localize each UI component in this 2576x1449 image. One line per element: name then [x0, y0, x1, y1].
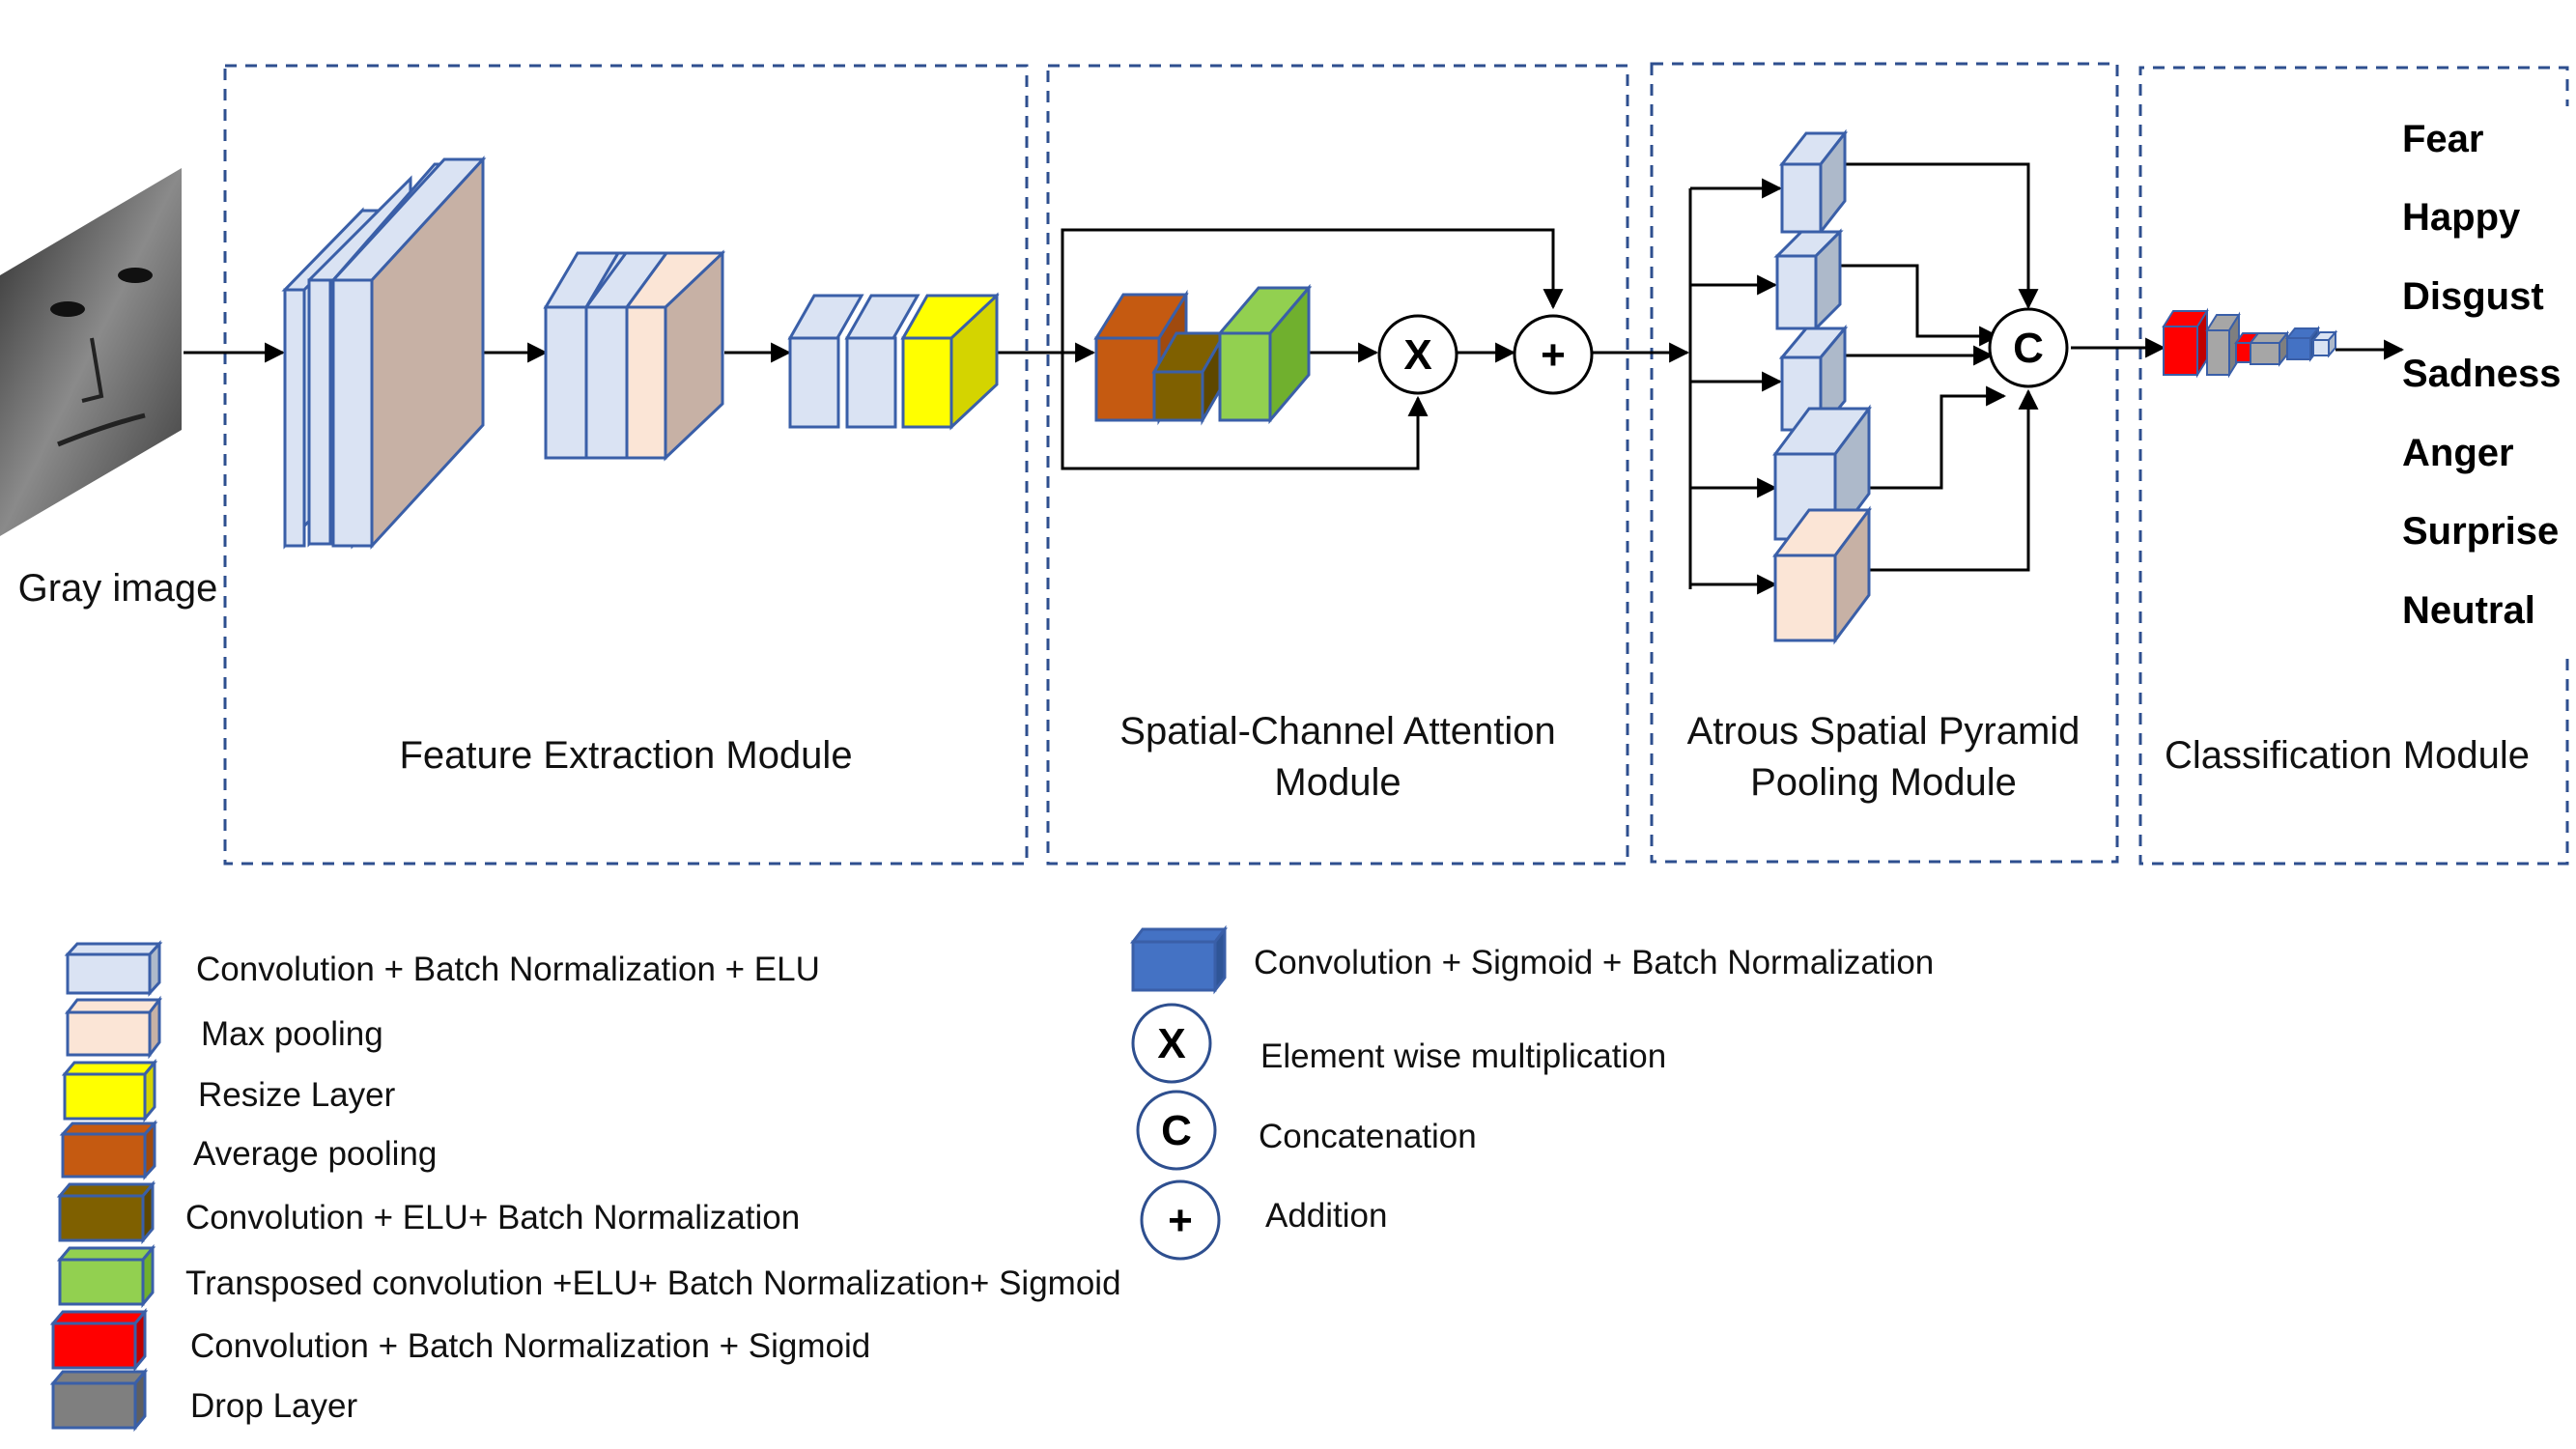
feature-extraction-label: Feature Extraction Module — [399, 734, 852, 777]
feature-extraction-blocks — [281, 156, 1000, 550]
legend-label: Concatenation — [1259, 1118, 1477, 1155]
emotion-label: Happy — [2402, 196, 2521, 239]
legend-swatch-max-pooling — [64, 995, 163, 1060]
legend-add-icon — [1140, 1179, 1221, 1261]
module-borders — [223, 62, 2569, 866]
legend-label: Max pooling — [201, 1015, 383, 1053]
feature-extraction-module-box — [223, 64, 1029, 866]
legend-swatch-drop — [49, 1367, 149, 1433]
classification-module-content — [2162, 307, 2338, 379]
legend-swatch-conv-bn-sigmoid — [49, 1307, 149, 1373]
gray-image-caption: Gray image — [18, 567, 218, 610]
classification-module-box — [2138, 66, 2569, 866]
emotion-label: Sadness — [2402, 353, 2562, 395]
attention-label-line1: Spatial-Channel Attention — [1119, 710, 1555, 753]
legend-multiply-icon — [1131, 1003, 1212, 1084]
aspp-module-content: C — [1688, 128, 2069, 645]
multiply-operator — [1377, 314, 1458, 395]
legend-swatch-conv-elu-bn — [56, 1179, 156, 1245]
legend-left — [49, 940, 163, 1433]
emotion-label: Neutral — [2402, 589, 2535, 632]
concat-operator — [1988, 307, 2069, 388]
legend-label: Convolution + ELU+ Batch Normalization — [185, 1199, 800, 1236]
legend-swatch-conv-bn-elu — [64, 940, 163, 997]
legend-label: Convolution + Sigmoid + Batch Normalizat… — [1254, 944, 1934, 981]
aspp-label-line1: Atrous Spatial Pyramid — [1687, 710, 2081, 753]
legend-swatch-conv-sigmoid-bn — [1129, 924, 1229, 995]
legend-swatch-transposed-conv — [56, 1243, 156, 1309]
legend-right: X C + Convolution + Sigmoid + Batch Norm… — [1129, 924, 1934, 1261]
legend-label: Drop Layer — [190, 1387, 357, 1425]
legend-swatch-avg-pooling — [59, 1120, 158, 1180]
concat-operator-symbol: C — [2013, 325, 2044, 372]
emotion-label: Anger — [2402, 432, 2514, 474]
aspp-module-box — [1650, 62, 2119, 864]
attention-module-content: X + — [1061, 228, 1594, 470]
legend-add-symbol: + — [1168, 1197, 1193, 1244]
legend-label: Element wise multiplication — [1260, 1037, 1666, 1075]
legend-label: Convolution + Batch Normalization + ELU — [196, 951, 820, 988]
emotion-label: Disgust — [2402, 275, 2544, 318]
classification-label: Classification Module — [2165, 734, 2530, 777]
emotion-labels: Fear Happy Disgust Sadness Anger Surpris… — [2402, 118, 2562, 632]
legend-left-text: Convolution + Batch Normalization + ELU … — [185, 951, 1121, 1425]
emotion-label: Surprise — [2402, 510, 2559, 553]
legend-multiply-symbol: X — [1157, 1020, 1185, 1067]
add-operator-symbol: + — [1541, 331, 1566, 379]
legend-concat-symbol: C — [1161, 1107, 1192, 1154]
legend-label: Addition — [1265, 1197, 1387, 1235]
aspp-label-line2: Pooling Module — [1750, 761, 2017, 804]
legend-concat-icon — [1136, 1090, 1217, 1171]
legend-swatch-resize — [61, 1058, 158, 1123]
gray-face-image — [0, 168, 182, 536]
legend-label: Average pooling — [193, 1135, 437, 1173]
multiply-operator-symbol: X — [1403, 331, 1431, 379]
legend-label: Convolution + Batch Normalization + Sigm… — [190, 1327, 870, 1365]
attention-label-line2: Module — [1274, 761, 1401, 804]
legend-label: Resize Layer — [198, 1076, 396, 1114]
attention-module-box — [1046, 64, 1629, 866]
legend-label: Transposed convolution +ELU+ Batch Norma… — [185, 1264, 1121, 1302]
add-operator — [1513, 314, 1594, 395]
emotion-label: Fear — [2402, 118, 2484, 160]
